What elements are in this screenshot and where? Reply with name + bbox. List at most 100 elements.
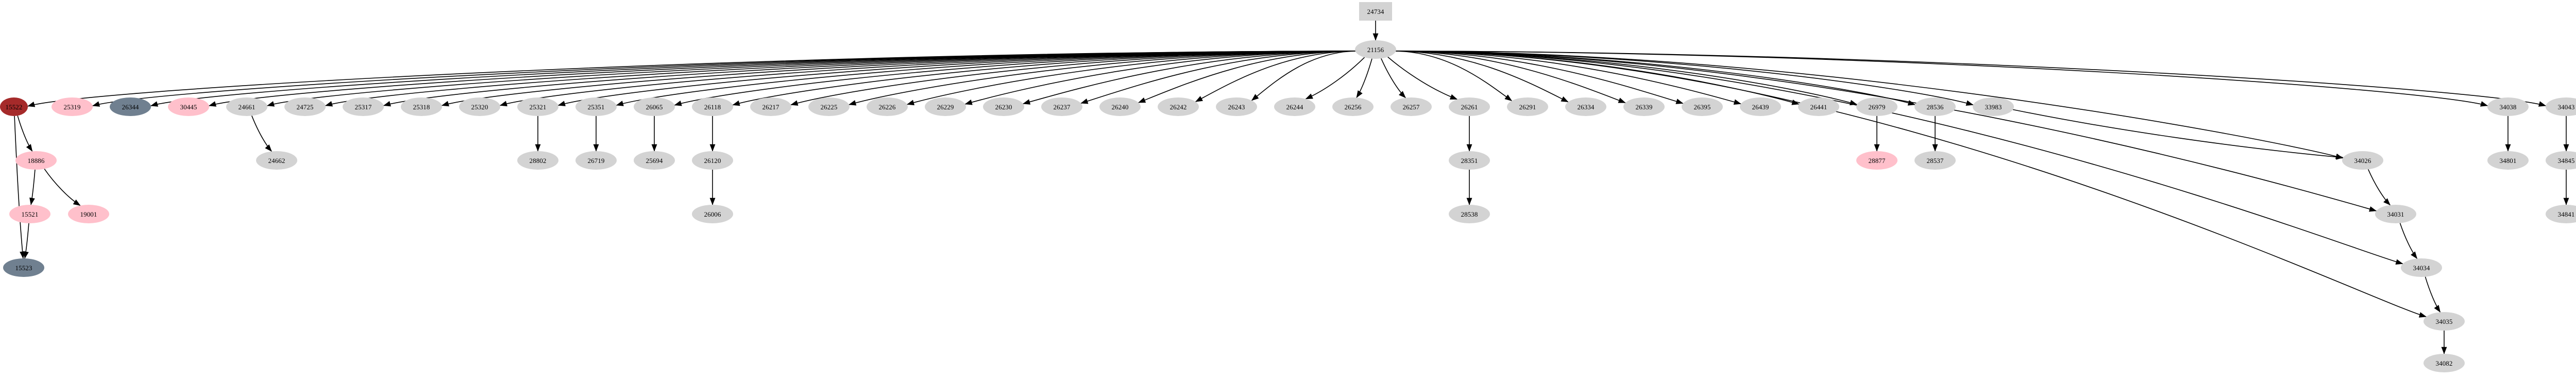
graph-node[interactable]: 34034 [2401, 258, 2442, 277]
edge-arrowhead [2480, 101, 2488, 107]
graph-node[interactable]: 26229 [925, 97, 966, 116]
graph-node-label: 26229 [937, 103, 954, 111]
graph-node-label: 25320 [471, 103, 488, 111]
graph-node[interactable]: 28802 [517, 151, 558, 170]
graph-node-label: 24725 [296, 103, 314, 111]
graph-node[interactable]: 26006 [692, 205, 733, 223]
edge-arrowhead [2563, 198, 2569, 205]
graph-node[interactable]: 26242 [1158, 97, 1199, 116]
edge-arrowhead [1195, 96, 1203, 102]
graph-edge [1023, 51, 1357, 104]
graph-node[interactable]: 26334 [1565, 97, 1606, 116]
graph-node[interactable]: 18886 [15, 151, 57, 170]
graph-node[interactable]: 25694 [634, 151, 675, 170]
edge-arrowhead [92, 101, 100, 107]
graph-node[interactable]: 28537 [1914, 151, 1956, 170]
graph-node[interactable]: 25351 [575, 97, 617, 116]
graph-node[interactable]: 26244 [1274, 97, 1315, 116]
graph-node[interactable]: 28536 [1914, 97, 1956, 116]
graph-node[interactable]: 34801 [2487, 151, 2529, 170]
graph-node[interactable]: 26237 [1041, 97, 1082, 116]
graph-edge [14, 116, 24, 259]
edge-arrowhead [441, 101, 449, 107]
graph-node[interactable]: 24661 [226, 97, 267, 116]
edge-arrowhead [1618, 97, 1626, 103]
graph-edge [674, 51, 1357, 106]
graph-node[interactable]: 24734 [1359, 2, 1392, 21]
graph-edge [1080, 51, 1357, 104]
graph-node-label: 21156 [1367, 45, 1384, 54]
graph-node[interactable]: 26257 [1391, 97, 1432, 116]
graph-node[interactable]: 25320 [459, 97, 500, 116]
graph-edge [44, 169, 81, 206]
graph-node[interactable]: 26240 [1099, 97, 1141, 116]
graph-node-label: 26065 [646, 103, 663, 111]
graph-node[interactable]: 26230 [983, 97, 1024, 116]
graph-edge [1394, 51, 2403, 265]
graph-node[interactable]: 15521 [9, 205, 50, 223]
graph-node[interactable]: 15522 [0, 97, 28, 116]
graph-node[interactable]: 30445 [168, 97, 209, 116]
graph-node-label: 26261 [1461, 103, 1478, 111]
graph-node[interactable]: 26441 [1798, 97, 1839, 116]
edge-arrowhead [2563, 144, 2569, 152]
graph-node[interactable]: 26217 [750, 97, 791, 116]
graph-node[interactable]: 26291 [1507, 97, 1548, 116]
graph-node[interactable]: 26344 [110, 97, 151, 116]
graph-node[interactable]: 24725 [284, 97, 326, 116]
graph-node[interactable]: 25318 [401, 97, 442, 116]
graph-node[interactable]: 34035 [2424, 312, 2465, 331]
edge-arrowhead [2383, 198, 2391, 206]
graph-node[interactable]: 26339 [1623, 97, 1665, 116]
graph-node[interactable]: 28538 [1449, 205, 1490, 223]
graph-node[interactable]: 34038 [2487, 97, 2529, 116]
graph-node[interactable]: 26979 [1856, 97, 1897, 116]
graph-node[interactable]: 28351 [1449, 151, 1490, 170]
graph-node-label: 26243 [1228, 103, 1245, 111]
graph-edge [1394, 51, 1626, 104]
graph-edge [1387, 56, 1458, 100]
graph-node[interactable]: 26226 [867, 97, 908, 116]
graph-node[interactable]: 26256 [1332, 97, 1374, 116]
graph-node[interactable]: 25321 [517, 97, 558, 116]
graph-node-label: 24661 [238, 103, 256, 111]
graph-node[interactable]: 34031 [2375, 205, 2416, 223]
graph-node[interactable]: 26118 [692, 97, 733, 116]
graph-node[interactable]: 26225 [808, 97, 850, 116]
graph-node[interactable]: 19001 [68, 205, 109, 223]
edge-arrowhead [616, 101, 624, 106]
graph-edge [849, 51, 1357, 105]
edge-arrowhead [906, 100, 914, 106]
graph-node[interactable]: 28877 [1856, 151, 1897, 170]
graph-node[interactable]: 34026 [2342, 151, 2383, 170]
graph-node-label: 24734 [1367, 7, 1384, 15]
edge-arrowhead [1251, 94, 1259, 101]
edge-arrowhead [2411, 251, 2418, 259]
graph-node[interactable]: 34082 [2424, 354, 2465, 372]
edge-arrowhead [2369, 206, 2377, 212]
graph-edge [907, 51, 1357, 105]
graph-node[interactable]: 26243 [1216, 97, 1257, 116]
graph-node-label: 24662 [268, 156, 285, 165]
graph-node[interactable]: 26719 [575, 151, 617, 170]
edge-arrowhead [2441, 347, 2447, 354]
graph-node[interactable]: 15523 [3, 258, 44, 277]
graph-node[interactable]: 25319 [52, 97, 93, 116]
graph-node[interactable]: 26120 [692, 151, 733, 170]
graph-node-label: 34801 [2499, 156, 2517, 165]
graph-node[interactable]: 26261 [1449, 97, 1490, 116]
graph-node[interactable]: 26395 [1682, 97, 1723, 116]
graph-node[interactable]: 24662 [256, 151, 297, 170]
graph-edge [1394, 51, 2377, 211]
edge-arrowhead [150, 101, 159, 107]
graph-node-label: 26118 [704, 103, 721, 111]
graph-node[interactable]: 26439 [1740, 97, 1781, 116]
graph-node[interactable]: 33983 [1973, 97, 2014, 116]
graph-node[interactable]: 25317 [343, 97, 384, 116]
graph-node-label: 34841 [2557, 210, 2575, 218]
graph-node-label: 26257 [1402, 103, 1420, 111]
graph-edge [1195, 51, 1357, 102]
graph-node[interactable]: 26065 [634, 97, 675, 116]
graph-node[interactable]: 21156 [1355, 40, 1396, 59]
